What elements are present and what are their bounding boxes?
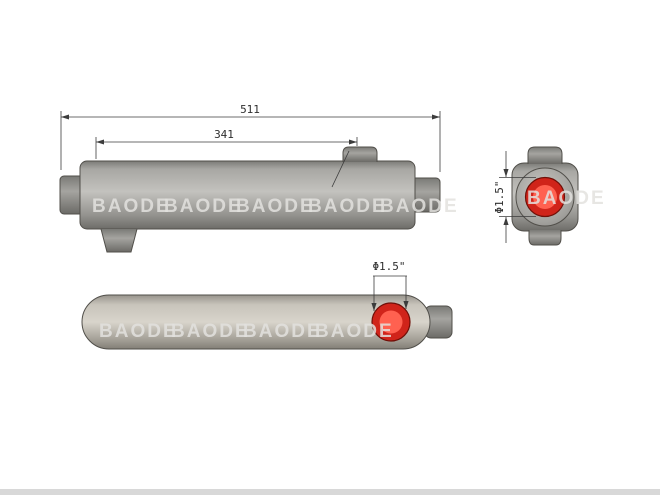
end-view-bottom-fitting (528, 230, 562, 246)
watermark-text: BAODE (164, 196, 243, 217)
watermark-layer: BAODE BAODE BAODE BAODE BAODE BAODE BAOD… (92, 188, 606, 342)
dimension-port-position-group: 341 (95, 128, 358, 159)
bottom-drain-fitting (100, 228, 138, 253)
dimension-side-port-diameter: Φ1.5" (493, 180, 506, 213)
dimension-side-port-diameter-group: Φ1.5" (493, 151, 536, 243)
port-leader-line (331, 150, 350, 188)
watermark-text: BAODE (527, 188, 606, 209)
watermark-text: BAODE (236, 196, 315, 217)
dimension-bottom-port-diameter: Φ1.5" (372, 260, 405, 273)
watermark-text: BAODE (99, 321, 178, 342)
watermark-text: BAODE (380, 196, 459, 217)
end-view (511, 146, 579, 246)
watermark-text: BAODE (315, 321, 394, 342)
dimension-overall-length: 511 (240, 103, 260, 116)
top-port-fitting (342, 146, 378, 162)
shell-body (79, 160, 416, 230)
plan-port-inner (379, 310, 403, 334)
watermark-text: BAODE (171, 321, 250, 342)
end-port-inner (533, 185, 557, 209)
watermark-text: BAODE (92, 196, 171, 217)
bottom-edge-bar (0, 489, 660, 495)
side-elevation-view (59, 146, 441, 253)
dimension-port-position: 341 (214, 128, 234, 141)
watermark-text: BAODE (243, 321, 322, 342)
dimension-bottom-port-diameter-group: Φ1.5" (371, 260, 409, 311)
end-view-top-fitting (527, 146, 563, 164)
dimension-overall-length-group: 511 (60, 103, 441, 172)
plan-shell-body (81, 294, 431, 350)
plan-view (81, 294, 453, 350)
watermark-text: BAODE (308, 196, 387, 217)
